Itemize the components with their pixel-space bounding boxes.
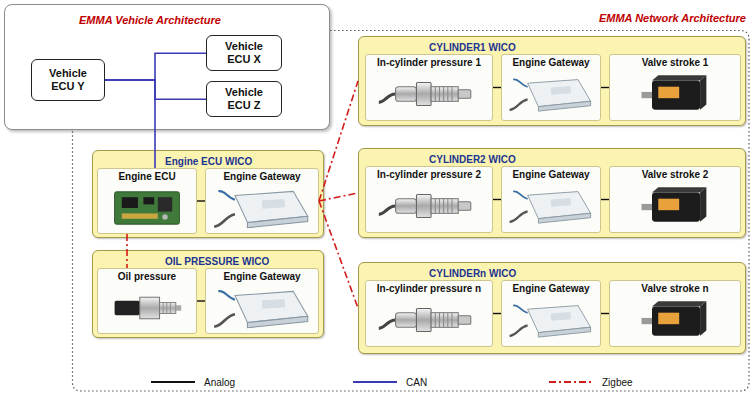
device-picture [506, 71, 596, 117]
device-picture [614, 297, 736, 343]
vehicle-ecu-box: Vehicle ECU Y [31, 59, 105, 101]
device-panel: Engine Gateway [205, 168, 319, 234]
device-panel: Engine ECU [97, 168, 197, 234]
can-link [105, 80, 155, 168]
zigbee-link [319, 81, 358, 201]
device-label: Valve stroke n [641, 283, 708, 295]
analog-link [493, 313, 501, 314]
wico-heading: CYLINDER1 WICO [429, 41, 516, 54]
analog-link [493, 199, 501, 200]
region-title: EMMA Vehicle Architecture [79, 14, 221, 26]
legend-line-sample [150, 377, 196, 387]
analog-link [601, 87, 609, 88]
device-panel: In-cylinder pressure 2 [365, 166, 493, 233]
device-panel: In-cylinder pressure n [365, 280, 493, 347]
zigbee-link [319, 193, 358, 201]
wico-heading: OIL PRESSURE WICO [165, 255, 269, 268]
legend: Analog CAN Zigbee [0, 374, 752, 390]
analog-link [601, 199, 609, 200]
device-picture [506, 183, 596, 229]
wico-box: Engine ECU WICO Engine ECU Engine Gateway [92, 150, 324, 238]
legend-line-sample [548, 377, 594, 387]
device-picture [370, 297, 488, 343]
can-link [105, 80, 206, 99]
device-picture [102, 285, 192, 331]
device-panel: In-cylinder pressure 1 [365, 54, 493, 121]
device-label: Engine Gateway [512, 283, 589, 295]
ecu-label: Vehicle ECU X [212, 40, 276, 66]
legend-item: Zigbee [548, 374, 633, 390]
legend-label: Analog [204, 377, 235, 388]
wico-heading: CYLINDERn WICO [429, 267, 516, 280]
can-link [105, 53, 206, 80]
device-label: In-cylinder pressure n [377, 283, 481, 295]
device-label: Engine Gateway [512, 57, 589, 69]
wico-heading: Engine ECU WICO [165, 155, 252, 168]
legend-label: Zigbee [602, 377, 633, 388]
device-picture [210, 285, 314, 331]
ecu-label: Vehicle ECU Z [212, 86, 276, 112]
device-picture [370, 183, 488, 229]
vehicle-ecu-box: Vehicle ECU X [206, 35, 282, 71]
region-outline-path [73, 31, 750, 392]
wico-box: CYLINDERn WICO In-cylinder pressure n Engi… [358, 262, 746, 354]
device-panel: Oil pressure [97, 268, 197, 334]
device-panel: Engine Gateway [501, 166, 601, 233]
vehicle-ecu-box: Vehicle ECU Z [206, 81, 282, 117]
device-panel: Engine Gateway [205, 268, 319, 334]
analog-link [197, 200, 205, 201]
device-panel: Valve stroke 1 [609, 54, 741, 121]
device-picture [370, 71, 488, 117]
network-architecture-region: EMMA Network ArchitectureCYLINDER1 WICOI… [72, 30, 750, 392]
device-picture [102, 185, 192, 231]
legend-item: CAN [352, 374, 427, 390]
device-label: In-cylinder pressure 1 [377, 57, 481, 69]
device-panel: Engine Gateway [501, 280, 601, 347]
legend-item: Analog [150, 374, 235, 390]
device-picture [614, 71, 736, 117]
device-label: Valve stroke 2 [642, 169, 709, 181]
device-label: Engine Gateway [223, 271, 300, 283]
device-label: Engine Gateway [223, 171, 300, 183]
ecu-label: Vehicle ECU Y [37, 67, 99, 93]
device-label: Valve stroke 1 [642, 57, 709, 69]
device-label: Oil pressure [118, 271, 176, 283]
device-panel: Engine Gateway [501, 54, 601, 121]
zigbee-link [126, 234, 128, 268]
wico-box: OIL PRESSURE WICO Oil pressure Engine Gate… [92, 250, 324, 338]
wico-heading: CYLINDER2 WICO [429, 153, 516, 166]
analog-link [493, 87, 501, 88]
device-label: In-cylinder pressure 2 [377, 169, 481, 181]
device-picture [614, 183, 736, 229]
region-title: EMMA Network Architecture [72, 12, 750, 24]
zigbee-link [319, 201, 358, 308]
legend-line-sample [352, 377, 398, 387]
wico-box: CYLINDER2 WICO In-cylinder pressure 2 Engi… [358, 148, 746, 238]
device-label: Engine ECU [118, 171, 175, 183]
device-picture [210, 185, 314, 231]
device-panel: Valve stroke 2 [609, 166, 741, 233]
legend-label: CAN [406, 377, 427, 388]
vehicle-architecture-region: EMMA Vehicle ArchitectureVehicle ECU Y Ve… [4, 4, 330, 130]
wico-box: CYLINDER1 WICO In-cylinder pressure 1 Engi… [358, 36, 746, 126]
analog-link [197, 300, 205, 301]
device-panel: Valve stroke n [609, 280, 741, 347]
device-picture [506, 297, 596, 343]
device-label: Engine Gateway [512, 169, 589, 181]
analog-link [601, 313, 609, 314]
